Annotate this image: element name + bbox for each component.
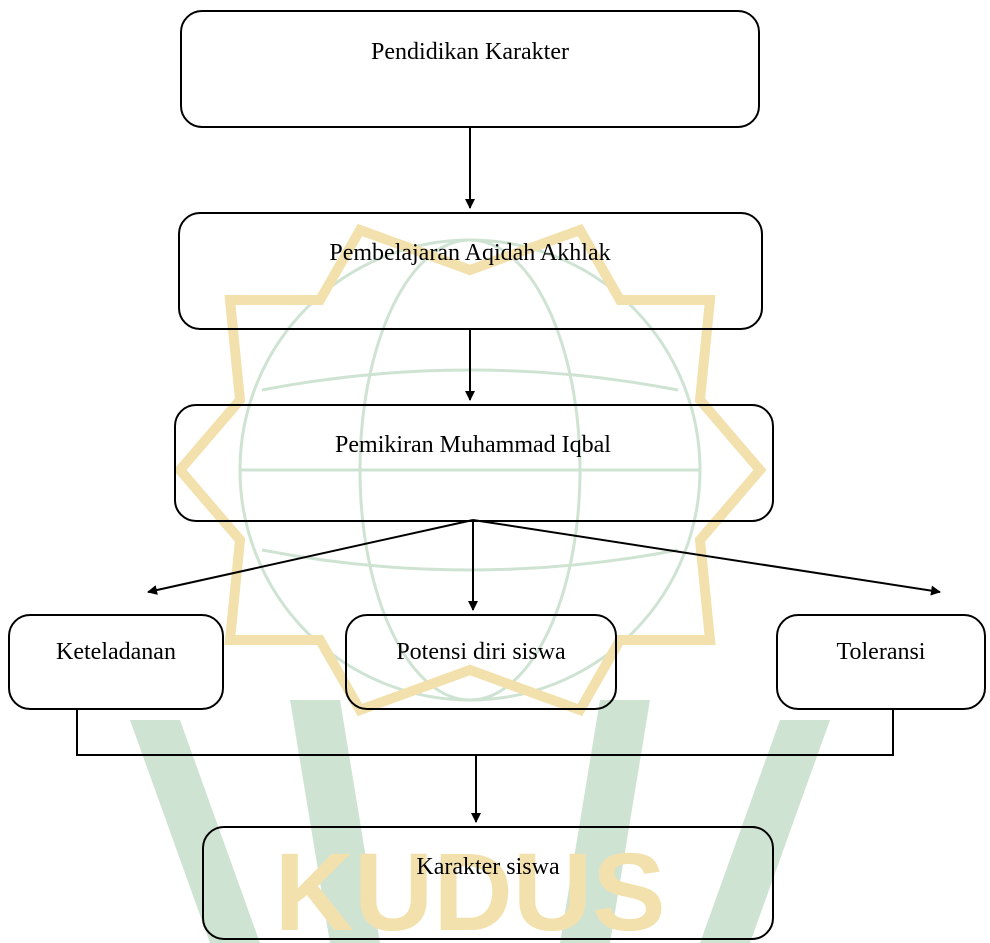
- edge-pemikiran-toleransi: [472, 519, 941, 596]
- node-karakter-siswa-label: Karakter siswa: [416, 854, 560, 880]
- node-pendidikan-karakter-label: Pendidikan Karakter: [371, 39, 569, 65]
- watermark-text: KUDUS: [274, 831, 665, 943]
- node-pembelajaran-box: [178, 212, 763, 330]
- node-keteladanan-box: [8, 614, 224, 710]
- edge-pemikiran-keteladanan: [147, 519, 474, 595]
- node-potensi-label: Potensi diri siswa: [396, 639, 566, 665]
- node-potensi-box: [345, 614, 617, 710]
- node-pendidikan-karakter-box: [180, 10, 760, 128]
- node-pemikiran-box: [174, 404, 774, 522]
- edge-join-bracket: [76, 709, 894, 756]
- node-karakter-siswa-box: [202, 826, 774, 940]
- node-toleransi-label: Toleransi: [836, 639, 926, 665]
- node-keteladanan-label: Keteladanan: [56, 639, 176, 665]
- node-pembelajaran-label: Pembelajaran Aqidah Akhlak: [329, 240, 611, 266]
- node-toleransi-box: [776, 614, 986, 710]
- node-pemikiran-label: Pemikiran Muhammad Iqbal: [335, 432, 611, 458]
